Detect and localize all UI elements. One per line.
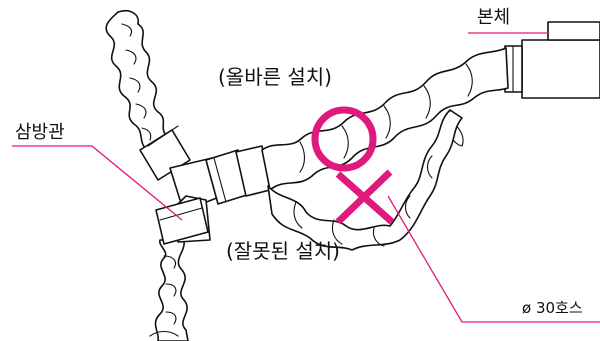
- circle-mark-icon: [311, 106, 377, 172]
- lower-hose: [149, 239, 189, 341]
- cross-mark-icon: [335, 169, 395, 225]
- correct-install-label: (올바른 설치): [218, 65, 332, 89]
- hose-size-leader: [387, 195, 600, 323]
- three-way-pipe: [139, 125, 271, 245]
- wrong-install-label: (잘못된 설치): [226, 239, 340, 263]
- leader-lines: [12, 32, 600, 323]
- main-unit: [504, 21, 600, 99]
- three-way-pipe-leader: [12, 145, 183, 221]
- hose-size-label: ø 30호스: [522, 299, 583, 317]
- wrong-hose: [267, 109, 463, 251]
- upper-hose: [105, 9, 171, 153]
- main-unit-label: 본체: [477, 7, 510, 28]
- three-way-pipe-label: 삼방관: [15, 122, 65, 143]
